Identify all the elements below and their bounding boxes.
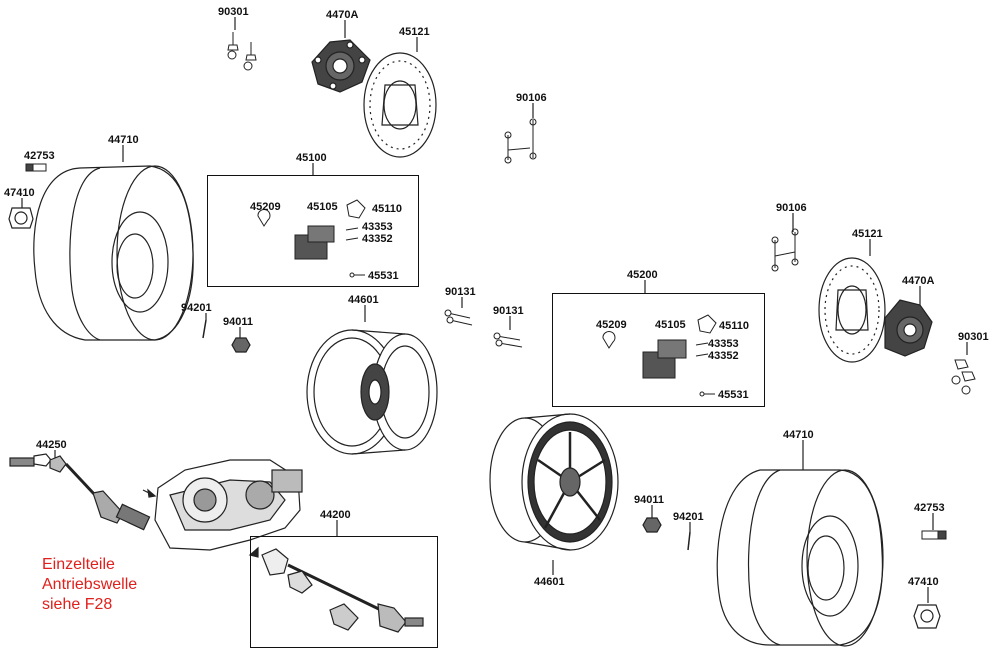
part-label-94011-right[interactable]: 94011 — [634, 494, 664, 506]
part-label-42753-left[interactable]: 42753 — [24, 150, 55, 162]
part-label-90106-right[interactable]: 90106 — [776, 202, 807, 214]
part-label-44200[interactable]: 44200 — [320, 509, 351, 521]
part-label-45209-left[interactable]: 45209 — [250, 201, 281, 213]
note-line-2: Antriebswelle — [42, 576, 138, 593]
part-label-45105-right[interactable]: 45105 — [655, 319, 686, 331]
part-label-90106-top[interactable]: 90106 — [516, 92, 547, 104]
part-label-90301-top[interactable]: 90301 — [218, 6, 249, 18]
part-label-45121-right[interactable]: 45121 — [852, 228, 883, 240]
part-label-43352-left[interactable]: 43352 — [362, 233, 393, 245]
part-label-42753-right[interactable]: 42753 — [914, 502, 945, 514]
part-label-47410-left[interactable]: 47410 — [4, 187, 35, 199]
part-label-4470a-top[interactable]: 4470A — [326, 9, 359, 21]
part-label-44601-left[interactable]: 44601 — [348, 294, 379, 306]
driveshaft-note: Einzelteile Antriebswelle siehe F28 — [42, 555, 137, 615]
group-box-45200 — [552, 293, 765, 407]
part-label-90301-right[interactable]: 90301 — [958, 331, 989, 343]
note-line-3: siehe F28 — [42, 596, 113, 613]
part-label-94201-right[interactable]: 94201 — [673, 511, 704, 523]
part-label-90131-a[interactable]: 90131 — [445, 286, 476, 298]
part-label-45531-right[interactable]: 45531 — [718, 389, 749, 401]
group-box-45100 — [207, 175, 419, 287]
part-label-43352-right[interactable]: 43352 — [708, 350, 739, 362]
part-label-45121-top[interactable]: 45121 — [399, 26, 430, 38]
part-label-90131-b[interactable]: 90131 — [493, 305, 524, 317]
part-label-44710-left[interactable]: 44710 — [108, 134, 139, 146]
part-label-43353-right[interactable]: 43353 — [708, 338, 739, 350]
part-label-45209-right[interactable]: 45209 — [596, 319, 627, 331]
part-label-43353-left[interactable]: 43353 — [362, 221, 393, 233]
part-label-45531-left[interactable]: 45531 — [368, 270, 399, 282]
part-label-4470a-right[interactable]: 4470A — [902, 275, 935, 287]
group-box-44200 — [250, 536, 438, 648]
note-line-1: Einzelteile — [42, 556, 115, 573]
part-label-45110-left[interactable]: 45110 — [372, 203, 402, 215]
part-label-47410-right[interactable]: 47410 — [908, 576, 939, 588]
part-label-94201-left[interactable]: 94201 — [181, 302, 212, 314]
part-label-44710-right[interactable]: 44710 — [783, 429, 814, 441]
part-label-45110-right[interactable]: 45110 — [719, 320, 749, 332]
part-label-45105-left[interactable]: 45105 — [307, 201, 338, 213]
part-label-44250[interactable]: 44250 — [36, 439, 67, 451]
part-label-45100[interactable]: 45100 — [296, 152, 327, 164]
part-label-94011-left[interactable]: 94011 — [223, 316, 253, 328]
part-label-44601-right[interactable]: 44601 — [534, 576, 565, 588]
part-label-45200[interactable]: 45200 — [627, 269, 658, 281]
